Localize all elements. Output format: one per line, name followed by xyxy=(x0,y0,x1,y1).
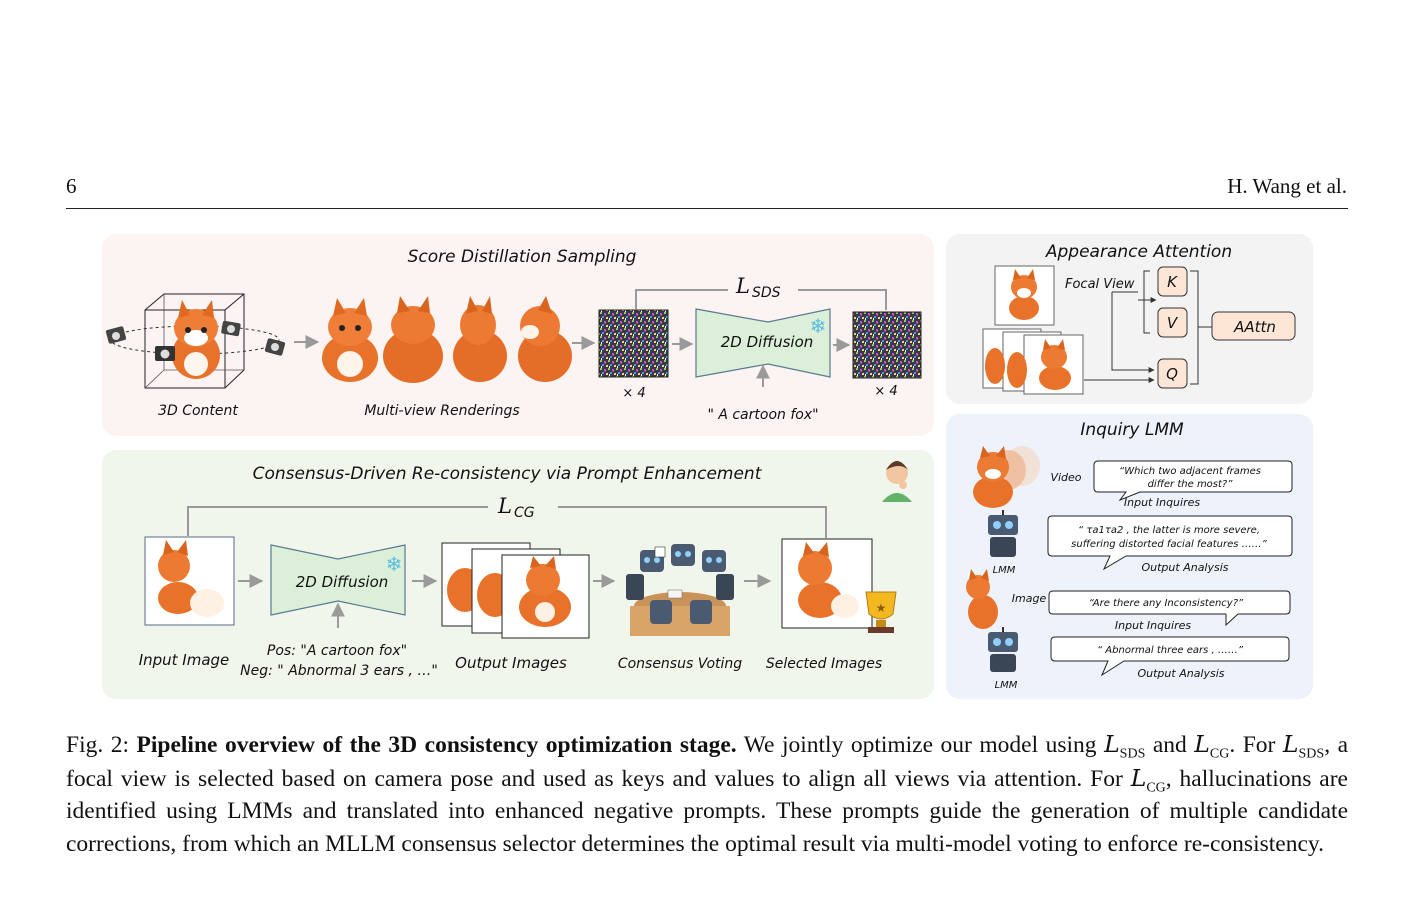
key-box xyxy=(1157,266,1188,297)
view-images-stack xyxy=(982,328,1084,395)
trophy-icon: ★ xyxy=(865,591,897,633)
lmm-label-2: LMM xyxy=(995,680,1018,691)
caption-text-3: , a focal view is selected based on came… xyxy=(66,732,1348,792)
aattn-label: AAttn xyxy=(1233,318,1276,336)
sds-prompt: " A cartoon fox" xyxy=(707,407,818,423)
loss-cg-subscript: CG xyxy=(514,505,535,521)
camera-icon xyxy=(221,320,241,337)
cg-title: Consensus-Driven Re-consistency via Prom… xyxy=(253,464,763,484)
video-label: Video xyxy=(1050,471,1081,484)
caption-bold-title: Pipeline overview of the 3D consistency … xyxy=(136,732,737,758)
caption-loss-cg-subscript: CG xyxy=(1209,746,1230,762)
times-four-right: × 4 xyxy=(874,384,897,399)
label-output-images: Output Images xyxy=(455,654,567,672)
caption-text-4: , hallucinations are identified using LM… xyxy=(66,765,1348,857)
inquiry-1-line2: differ the most?” xyxy=(1148,479,1234,490)
label-consensus-voting: Consensus Voting xyxy=(618,656,742,672)
inquiry-bubble-2 xyxy=(1048,590,1291,627)
caption-loss-cg-symbol: L xyxy=(1130,763,1147,792)
caption-text-2: . For xyxy=(1229,732,1283,758)
consensus-voting-illustration xyxy=(626,544,734,636)
lmm-label-1: LMM xyxy=(993,565,1016,576)
query-box xyxy=(1157,358,1188,389)
loss-cg-symbol: L xyxy=(497,494,512,518)
robot-icon xyxy=(988,627,1018,672)
header-rule xyxy=(66,208,1348,209)
diffusion-block-cg xyxy=(270,544,406,616)
snowflake-icon: ❄ xyxy=(386,554,403,576)
image-query-fox xyxy=(966,569,998,629)
times-four-left: × 4 xyxy=(622,386,645,401)
output-analysis-label-1: Output Analysis xyxy=(1141,561,1228,574)
multiview-rendering xyxy=(322,298,378,382)
inquiry-bubble-1 xyxy=(1093,460,1293,502)
output-analysis-label-2: Output Analysis xyxy=(1137,667,1224,680)
analysis-1-line1: “ τa1τa2 , the latter is more severe, xyxy=(1078,525,1260,536)
analysis-bubble-2 xyxy=(1050,636,1290,677)
caption-text-1: We jointly optimize our model using xyxy=(736,732,1105,758)
multiview-rendering xyxy=(453,296,507,382)
caption-and: and xyxy=(1145,732,1195,758)
value-box xyxy=(1157,307,1188,338)
camera-icon xyxy=(264,338,286,356)
caption-loss-cg-subscript: CG xyxy=(1146,780,1166,796)
focal-view-label: Focal View xyxy=(1065,277,1135,292)
input-image xyxy=(144,536,235,626)
noisy-image-input xyxy=(598,309,669,378)
page-number: 6 xyxy=(66,174,77,198)
loss-sds-symbol: L xyxy=(735,274,750,298)
caption-loss-sds-symbol: L xyxy=(1104,730,1120,758)
noisy-image-output xyxy=(852,311,922,379)
3d-content-illustration xyxy=(110,293,280,389)
label-input-image: Input Image xyxy=(139,651,230,669)
snowflake-icon: ❄ xyxy=(810,316,827,338)
label-selected-images: Selected Images xyxy=(766,656,882,672)
value-label: V xyxy=(1167,314,1179,332)
input-inquires-label-1: Input Inquires xyxy=(1124,496,1200,509)
diffusion-label-cg: 2D Diffusion xyxy=(296,573,389,591)
input-inquires-label-2: Input Inquires xyxy=(1115,619,1191,632)
running-header-authors: H. Wang et al. xyxy=(1227,174,1347,198)
multiview-rendering xyxy=(518,296,572,382)
inquiry-lmm-title: Inquiry LMM xyxy=(1080,420,1184,440)
robot-icon xyxy=(988,510,1018,557)
loss-sds-subscript: SDS xyxy=(752,285,781,301)
output-images xyxy=(441,542,590,639)
key-label: K xyxy=(1167,273,1178,291)
label-multiview-renderings: Multi-view Renderings xyxy=(364,403,519,419)
sds-title: Score Distillation Sampling xyxy=(408,247,637,267)
negative-prompt: Neg: " Abnormal 3 ears , …" xyxy=(240,663,438,679)
thinking-person-icon xyxy=(882,461,912,502)
caption-loss-cg-symbol: L xyxy=(1194,730,1210,758)
image-label: Image xyxy=(1012,592,1047,605)
label-3d-content: 3D Content xyxy=(158,403,238,419)
video-frames-image xyxy=(973,446,1040,508)
positive-prompt: Pos: "A cartoon fox" xyxy=(267,643,407,659)
svg-text:★: ★ xyxy=(876,601,887,615)
appearance-attention-title: Appearance Attention xyxy=(1045,242,1232,262)
analysis-bubble-1 xyxy=(1047,515,1293,571)
inquiry-2-text: “Are there any Inconsistency?” xyxy=(1089,598,1244,609)
caption-loss-sds-subscript: SDS xyxy=(1119,746,1146,762)
caption-loss-sds-symbol: L xyxy=(1282,730,1299,758)
camera-icon xyxy=(155,346,175,361)
focal-view-image xyxy=(994,265,1055,326)
aattn-box xyxy=(1211,311,1296,341)
analysis-1-line2: suffering distorted facial features ……” xyxy=(1071,539,1267,550)
multiview-rendering xyxy=(383,296,443,383)
caption-prefix: Fig. 2: xyxy=(66,732,137,758)
caption-loss-sds-subscript: SDS xyxy=(1298,746,1325,762)
camera-icon xyxy=(105,326,127,344)
selected-image xyxy=(781,538,873,629)
figure-caption: Fig. 2: Pipeline overview of the 3D cons… xyxy=(66,728,1348,860)
diffusion-block-sds xyxy=(695,308,831,378)
query-label: Q xyxy=(1166,365,1178,383)
inquiry-1-line1: “Which two adjacent frames xyxy=(1119,466,1261,477)
diffusion-label-sds: 2D Diffusion xyxy=(721,333,814,351)
analysis-2-text: “ Abnormal three ears , ……” xyxy=(1097,645,1244,656)
